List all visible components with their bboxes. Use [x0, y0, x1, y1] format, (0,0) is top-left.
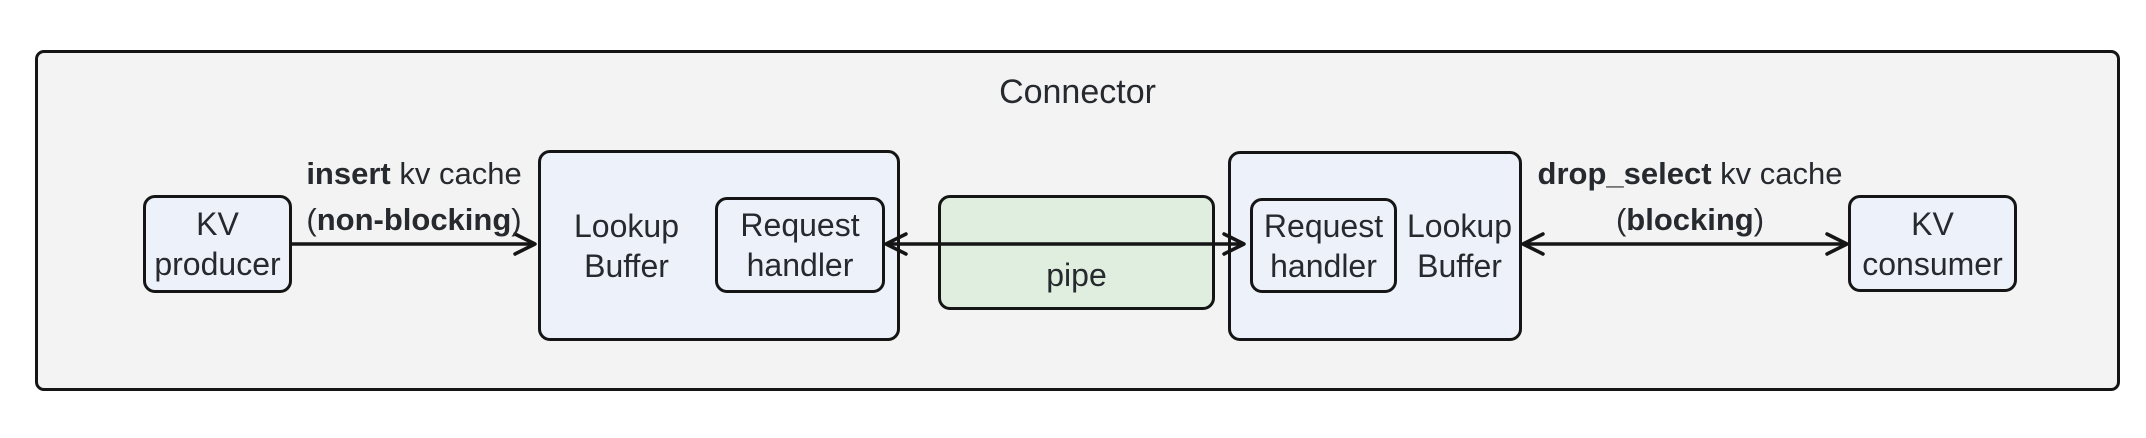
insert-edge-label-line1: insert kv cache: [306, 156, 522, 191]
drop-select-edge-label: drop_select kv cache (blocking): [1470, 151, 1910, 243]
kv-producer-label-line1: KV: [196, 206, 239, 242]
lookup-buffer-right-label-line2: Buffer: [1417, 248, 1502, 284]
request-handler-left-label-line1: Request: [740, 207, 860, 243]
lookup-buffer-left-label-line1: Lookup: [574, 207, 679, 244]
drop-select-edge-label-line2: (blocking): [1615, 202, 1765, 237]
insert-edge-label: insert kv cache (non-blocking): [194, 151, 634, 243]
connector-title: Connector: [999, 73, 1156, 111]
kv-consumer-label-line2: consumer: [1862, 245, 2003, 282]
kv-producer-node: KV producer: [143, 195, 292, 293]
request-handler-right-node: Request handler: [1250, 198, 1397, 293]
drop-select-edge-label-line1: drop_select kv cache: [1537, 156, 1843, 191]
request-handler-right-label-line2: handler: [1270, 247, 1377, 284]
kv-consumer-label-line1: KV: [1911, 205, 1954, 242]
pipe-node: pipe: [938, 195, 1215, 310]
kv-producer-label-line2: producer: [154, 246, 281, 282]
lookup-buffer-left-label-line2: Buffer: [584, 247, 669, 284]
lookup-buffer-left-label: Lookup Buffer: [538, 150, 715, 341]
request-handler-left-label-line2: handler: [746, 247, 854, 283]
request-handler-left-node: Request handler: [715, 197, 885, 293]
insert-edge-label-line2: (non-blocking): [306, 202, 522, 237]
pipe-label: pipe: [1046, 257, 1107, 293]
kv-consumer-node: KV consumer: [1848, 195, 2017, 292]
lookup-buffer-right-label: Lookup Buffer: [1397, 151, 1522, 341]
lookup-buffer-right-label-line1: Lookup: [1407, 208, 1512, 244]
request-handler-right-label-line1: Request: [1263, 207, 1384, 244]
